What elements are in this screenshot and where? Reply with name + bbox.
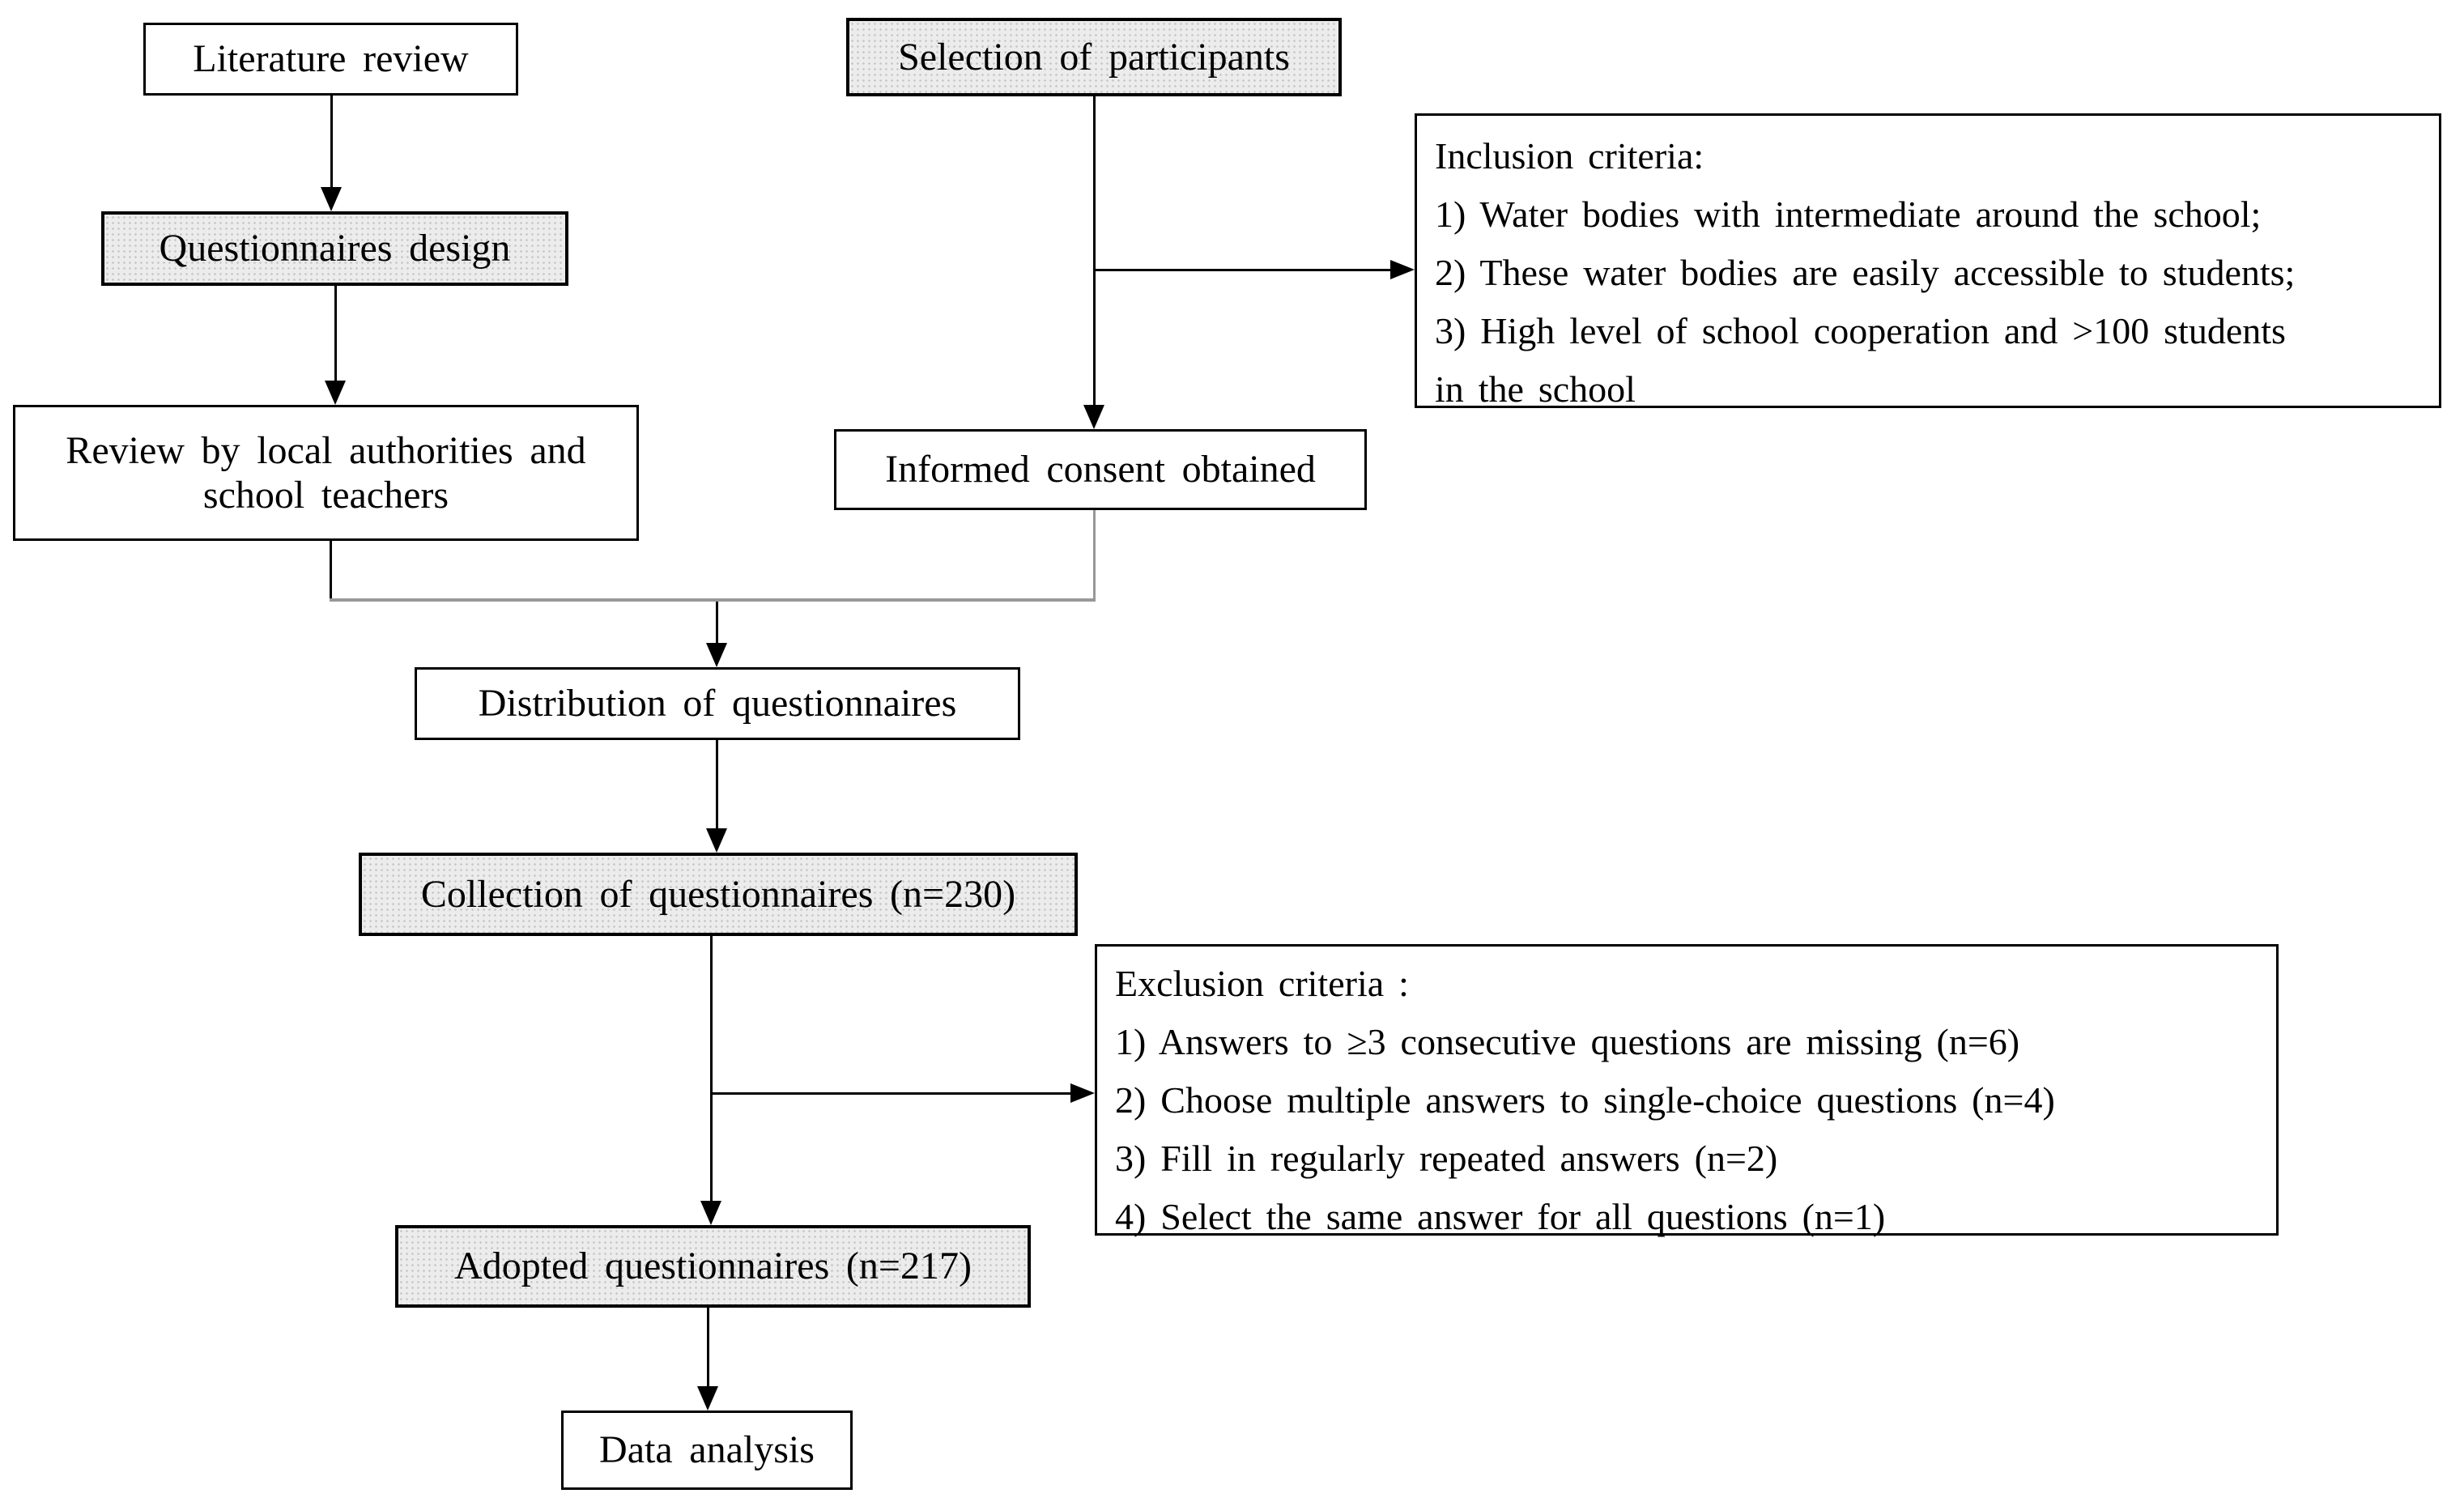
node-data-analysis-label: Data analysis (599, 1428, 815, 1472)
arrowhead-into-collection-icon (706, 828, 727, 853)
connector-literature-to-design (330, 96, 333, 193)
node-selection-of-participants: Selection of participants (846, 18, 1342, 96)
connector-selection-to-informed (1093, 96, 1096, 409)
exclusion-criteria-item-1: 1) Answers to ≥3 consecutive questions a… (1115, 1021, 2020, 1062)
node-questionnaires-design-label: Questionnaires design (159, 227, 511, 270)
node-questionnaires-design: Questionnaires design (101, 211, 568, 286)
exclusion-criteria-item-4: 4) Select the same answer for all questi… (1115, 1196, 1886, 1237)
arrowhead-into-data-analysis-icon (697, 1386, 718, 1411)
arrowhead-into-informed-icon (1083, 405, 1104, 429)
node-data-analysis: Data analysis (561, 1411, 853, 1490)
arrowhead-into-inclusion-icon (1390, 260, 1415, 279)
connector-adopted-to-data-analysis (707, 1308, 709, 1390)
node-inclusion-criteria: Inclusion criteria: 1) Water bodies with… (1415, 113, 2441, 410)
node-review-by-authorities: Review by local authorities and school t… (13, 405, 639, 541)
arrowhead-into-exclusion-icon (1070, 1083, 1095, 1103)
node-adopted-label: Adopted questionnaires (n=217) (454, 1245, 972, 1288)
exclusion-criteria-title: Exclusion criteria : (1115, 963, 1409, 1004)
branch-to-exclusion-criteria (711, 1092, 1072, 1095)
exclusion-criteria-item-3: 3) Fill in regularly repeated answers (n… (1115, 1138, 1778, 1179)
node-literature-review-label: Literature review (193, 37, 469, 81)
connector-distribution-to-collection (716, 740, 718, 832)
node-collection-of-questionnaires: Collection of questionnaires (n=230) (359, 853, 1078, 936)
arrowhead-into-design-icon (321, 187, 342, 211)
branch-to-inclusion-criteria (1094, 269, 1394, 271)
node-review-by-authorities-label: Review by local authorities and school t… (66, 428, 586, 517)
node-collection-label: Collection of questionnaires (n=230) (420, 872, 1016, 916)
arrowhead-into-distribution-icon (706, 643, 727, 667)
arrowhead-into-adopted-icon (700, 1201, 721, 1225)
node-informed-consent-label: Informed consent obtained (885, 448, 1316, 491)
connector-review-to-merge (330, 541, 332, 601)
inclusion-criteria-item-3-cont: in the school (1435, 368, 1636, 410)
node-distribution-of-questionnaires: Distribution of questionnaires (415, 667, 1020, 740)
node-exclusion-criteria: Exclusion criteria : 1) Answers to ≥3 co… (1095, 944, 2279, 1237)
exclusion-criteria-item-2: 2) Choose multiple answers to single-cho… (1115, 1079, 2055, 1121)
connector-design-to-review (334, 286, 337, 385)
connector-merge-to-distribution (716, 602, 718, 647)
inclusion-criteria-item-3: 3) High level of school cooperation and … (1435, 310, 2286, 351)
merge-bar (330, 598, 1096, 602)
node-selection-of-participants-label: Selection of participants (898, 35, 1290, 79)
inclusion-criteria-item-1: 1) Water bodies with intermediate around… (1435, 194, 2262, 235)
inclusion-criteria-item-2: 2) These water bodies are easily accessi… (1435, 252, 2296, 293)
node-distribution-label: Distribution of questionnaires (478, 682, 957, 725)
node-literature-review: Literature review (143, 23, 518, 96)
connector-informed-to-merge (1093, 510, 1096, 601)
connector-collection-to-adopted (710, 936, 713, 1205)
inclusion-criteria-title: Inclusion criteria: (1435, 135, 1704, 177)
node-adopted-questionnaires: Adopted questionnaires (n=217) (395, 1225, 1031, 1308)
node-informed-consent: Informed consent obtained (834, 429, 1367, 510)
arrowhead-into-review-icon (325, 381, 346, 405)
